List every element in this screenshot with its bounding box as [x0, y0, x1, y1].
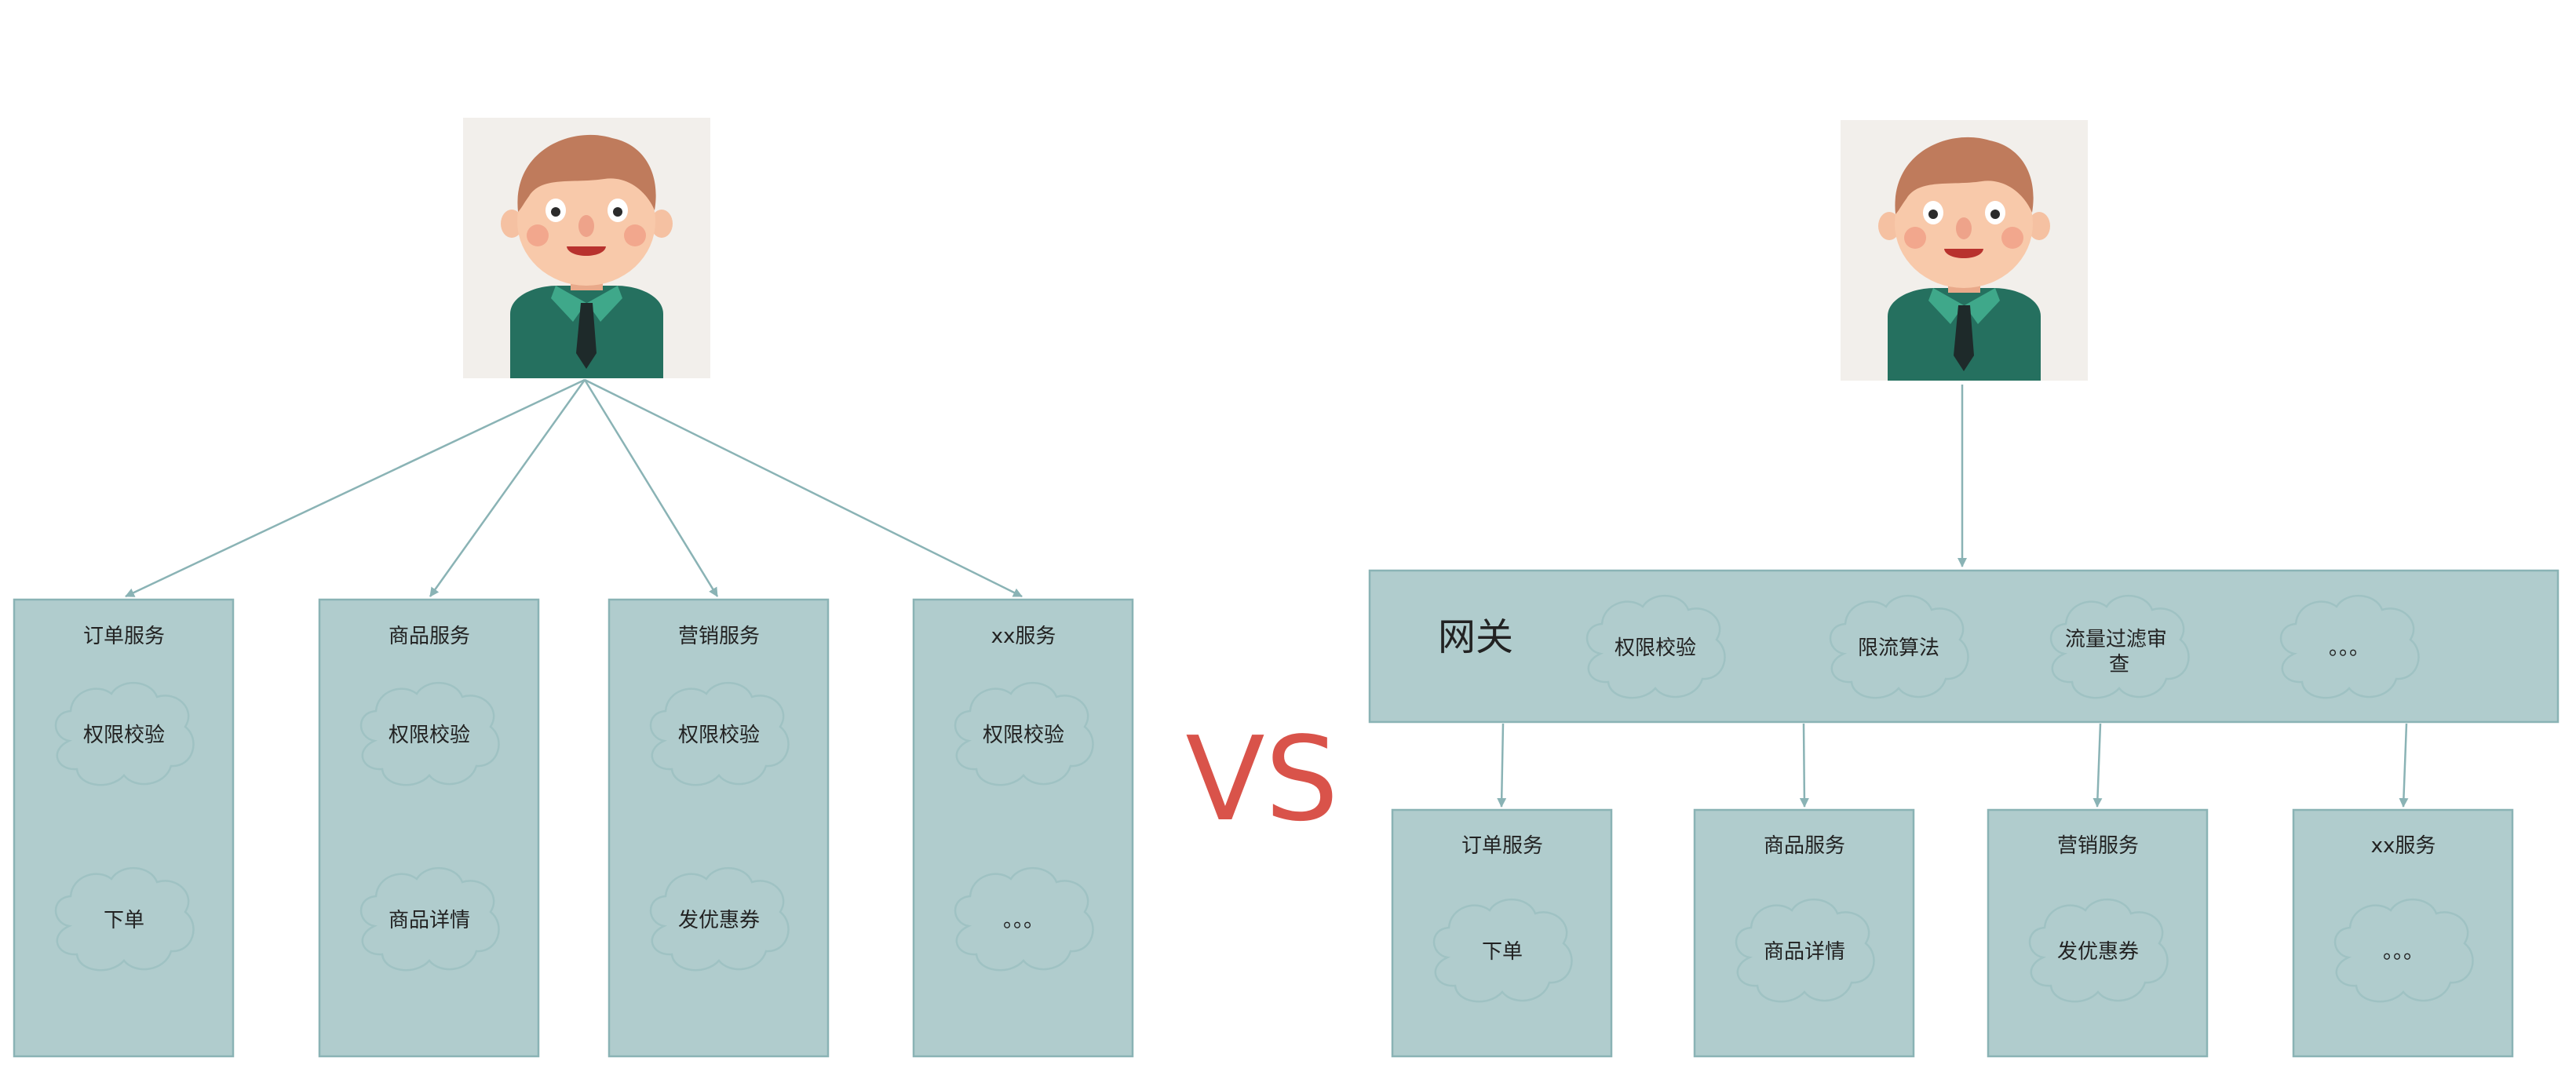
gateway-label: 网关 [1438, 615, 1513, 659]
cloud-label: 下单 [1482, 940, 1523, 964]
right-service-box: 商品服务 商品详情 [1693, 808, 1915, 1058]
cloud-node: 。。。 [954, 866, 1094, 972]
cloud-node: 。。。 [2279, 594, 2420, 699]
arrow-left-2 [429, 379, 586, 597]
cloud-label: 限流算法 [1858, 636, 1939, 660]
arrow-gateway-4 [2399, 723, 2409, 808]
cloud-label: 权限校验 [1615, 636, 1696, 660]
right-service-box: 营销服务 发优惠券 [1987, 808, 2209, 1058]
cloud-node: 权限校验 [954, 681, 1094, 786]
arrow-left-4 [584, 378, 1023, 598]
left-user-avatar [463, 118, 710, 378]
cloud-node: 权限校验 [649, 681, 790, 786]
cloud-label: 下单 [104, 909, 144, 932]
cloud-label: 商品详情 [389, 909, 470, 932]
cloud-node: 发优惠券 [649, 866, 790, 972]
cloud-label: 权限校验 [83, 724, 165, 747]
cloud-node: 权限校验 [359, 681, 500, 786]
cloud-node: 权限校验 [1585, 594, 1726, 699]
cloud-node: 发优惠券 [2028, 898, 2169, 1003]
arrow-gateway-1 [1497, 723, 1507, 808]
cloud-label: 。。。 [1003, 909, 1044, 932]
service-title: 商品服务 [389, 625, 470, 648]
service-title: xx服务 [991, 625, 1056, 648]
arrow-left-3 [583, 379, 719, 597]
cloud-label: 。。。 [2383, 940, 2424, 964]
right-user-avatar [1841, 120, 2088, 381]
cloud-label: 权限校验 [389, 724, 470, 747]
service-title: 商品服务 [1764, 834, 1845, 858]
cloud-label: 发优惠券 [678, 909, 760, 932]
cloud-node: 流量过滤审 查 [2049, 594, 2190, 699]
service-title: 营销服务 [678, 625, 760, 648]
service-title: 订单服务 [83, 625, 165, 648]
vs-label: VS [1185, 712, 1338, 847]
cloud-label: 商品详情 [1764, 940, 1845, 964]
service-title: 营销服务 [2057, 834, 2139, 858]
cloud-node: 下单 [54, 866, 195, 972]
cloud-node: 商品详情 [359, 866, 500, 972]
service-title: 订单服务 [1461, 834, 1543, 858]
cloud-label: 发优惠券 [2057, 940, 2139, 964]
cloud-node: 权限校验 [54, 681, 195, 786]
cloud-node: 限流算法 [1829, 594, 1969, 699]
left-service-box: 营销服务 权限校验 发优惠券 [608, 598, 830, 1058]
cloud-label: 权限校验 [678, 724, 760, 747]
right-service-box: 订单服务 下单 [1391, 808, 1613, 1058]
cloud-label: 。。。 [2329, 636, 2370, 660]
cloud-node: 。。。 [2333, 898, 2474, 1003]
cloud-label: 流量过滤审 查 [2065, 628, 2173, 676]
service-title: xx服务 [2371, 834, 2436, 858]
cloud-node: 商品详情 [1735, 898, 1875, 1003]
cloud-node: 下单 [1432, 898, 1573, 1003]
left-arrows [125, 378, 1023, 598]
arrow-gateway-3 [2093, 723, 2103, 808]
left-service-box: xx服务 权限校验 。。。 [912, 598, 1134, 1058]
gateway-box: 网关 权限校验 限流算法 流量过滤审 查 。。。 [1368, 569, 2560, 724]
right-service-box: xx服务 。。。 [2292, 808, 2514, 1058]
left-service-box: 商品服务 权限校验 商品详情 [318, 598, 540, 1058]
left-service-box: 订单服务 权限校验 下单 [13, 598, 235, 1058]
right-arrows [1497, 723, 2409, 808]
arrow-left-1 [125, 378, 586, 598]
cloud-label: 权限校验 [983, 724, 1064, 747]
